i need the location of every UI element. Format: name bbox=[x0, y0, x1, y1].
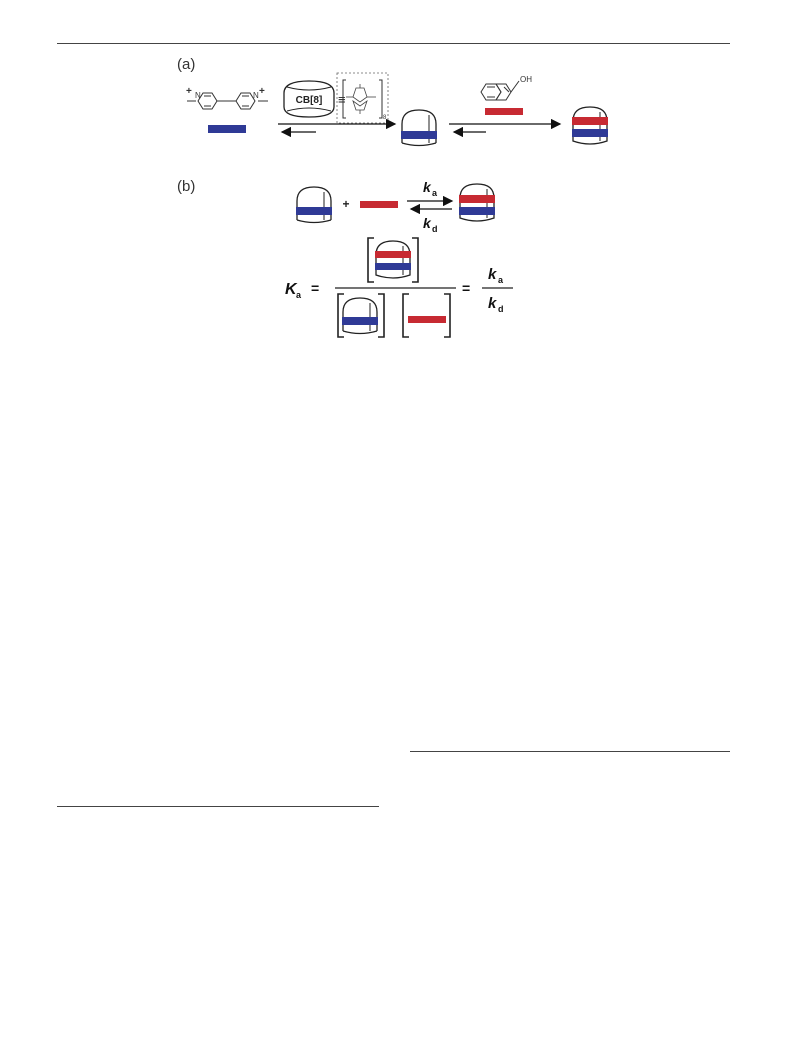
panel-label-a: (a) bbox=[177, 56, 196, 73]
binary-complex-b bbox=[296, 186, 332, 224]
denominator-bracket-right bbox=[402, 293, 451, 338]
cb8-host-icon bbox=[283, 80, 335, 118]
viologen-charge-left: + bbox=[186, 86, 192, 97]
ratio-ka-subscript: a bbox=[498, 275, 504, 285]
ratio-ka-letter: k bbox=[488, 266, 497, 283]
equivalence-symbol: ≡ bbox=[338, 92, 346, 107]
ratio-kd-subscript: d bbox=[498, 304, 504, 314]
repeat-subscript: 8 bbox=[383, 115, 387, 121]
ternary-complex-numerator bbox=[375, 240, 411, 279]
viologen-n-right: N bbox=[253, 91, 259, 100]
binary-complex bbox=[401, 109, 437, 147]
k-a-subscript: a bbox=[432, 188, 438, 198]
denominator-bracket-left bbox=[337, 293, 385, 338]
K-a-subscript: a bbox=[296, 290, 302, 300]
binary-complex-denominator bbox=[342, 297, 378, 335]
cb8-label: CB[8] bbox=[296, 95, 323, 106]
equals-sign-2: = bbox=[462, 280, 470, 296]
mid-left-rule bbox=[57, 806, 379, 807]
viologen-charge-right: + bbox=[259, 86, 265, 97]
red-guest-denominator bbox=[408, 316, 446, 323]
blue-guest-bar bbox=[208, 125, 246, 133]
ternary-complex-a bbox=[572, 106, 608, 145]
red-guest-bar bbox=[485, 108, 523, 115]
equals-sign-1: = bbox=[311, 280, 319, 296]
ratio-kd-letter: k bbox=[488, 295, 497, 312]
k-d-letter: k bbox=[423, 215, 432, 231]
panel-label-b: (b) bbox=[177, 178, 196, 195]
plus-sign: + bbox=[342, 197, 349, 211]
glycoluril-unit: 8 bbox=[336, 72, 389, 124]
k-a-letter: k bbox=[423, 179, 432, 195]
naphthol-structure bbox=[480, 80, 520, 101]
k-d-subscript: d bbox=[432, 224, 438, 234]
hydroxyl-label: OH bbox=[520, 75, 532, 84]
reaction-scheme: N N + + CB[8] ≡ 8 bbox=[186, 72, 608, 338]
viologen-structure bbox=[187, 92, 268, 110]
top-rule bbox=[57, 43, 730, 44]
mid-right-rule bbox=[410, 751, 730, 752]
viologen-n-left: N bbox=[195, 91, 201, 100]
K-a-letter: K bbox=[285, 281, 298, 298]
numerator-bracket bbox=[367, 237, 419, 283]
red-guest-bar-b bbox=[360, 201, 398, 208]
ternary-complex-b bbox=[459, 183, 495, 222]
